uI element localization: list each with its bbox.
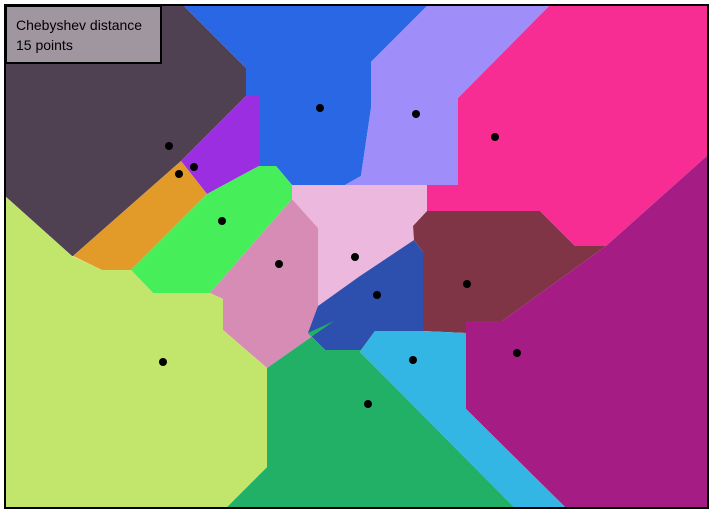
metric-label: Chebyshev distance xyxy=(16,17,143,33)
site-point xyxy=(175,170,183,178)
site-point xyxy=(275,260,283,268)
site-point xyxy=(159,358,167,366)
cell-pink xyxy=(427,5,708,246)
frame-border xyxy=(4,4,709,509)
site-point xyxy=(165,142,173,150)
site-point xyxy=(513,349,521,357)
point-count-label: 15 points xyxy=(16,37,73,53)
site-point xyxy=(218,217,226,225)
site-point xyxy=(463,280,471,288)
cell-green xyxy=(131,166,292,293)
cell-blue xyxy=(183,5,428,185)
cell-lime xyxy=(5,196,267,508)
site-point xyxy=(412,110,420,118)
cell-orange xyxy=(73,161,207,270)
cell-violet xyxy=(181,96,259,194)
cell-light-pink xyxy=(292,185,427,306)
cell-mauve xyxy=(210,199,334,368)
cell-maroon xyxy=(413,211,606,333)
cell-dark-purple xyxy=(5,5,246,256)
site-point xyxy=(409,356,417,364)
site-point xyxy=(364,400,372,408)
cell-lavender xyxy=(345,5,550,185)
cell-magenta xyxy=(466,155,708,508)
site-point xyxy=(373,291,381,299)
info-box: Chebyshev distance 15 points xyxy=(5,5,162,64)
site-point xyxy=(316,104,324,112)
site-point xyxy=(491,133,499,141)
site-point xyxy=(351,253,359,261)
cell-teal-green xyxy=(226,321,515,508)
site-point xyxy=(190,163,198,171)
cell-sky-blue xyxy=(360,331,566,508)
cell-royal-blue xyxy=(308,240,423,350)
